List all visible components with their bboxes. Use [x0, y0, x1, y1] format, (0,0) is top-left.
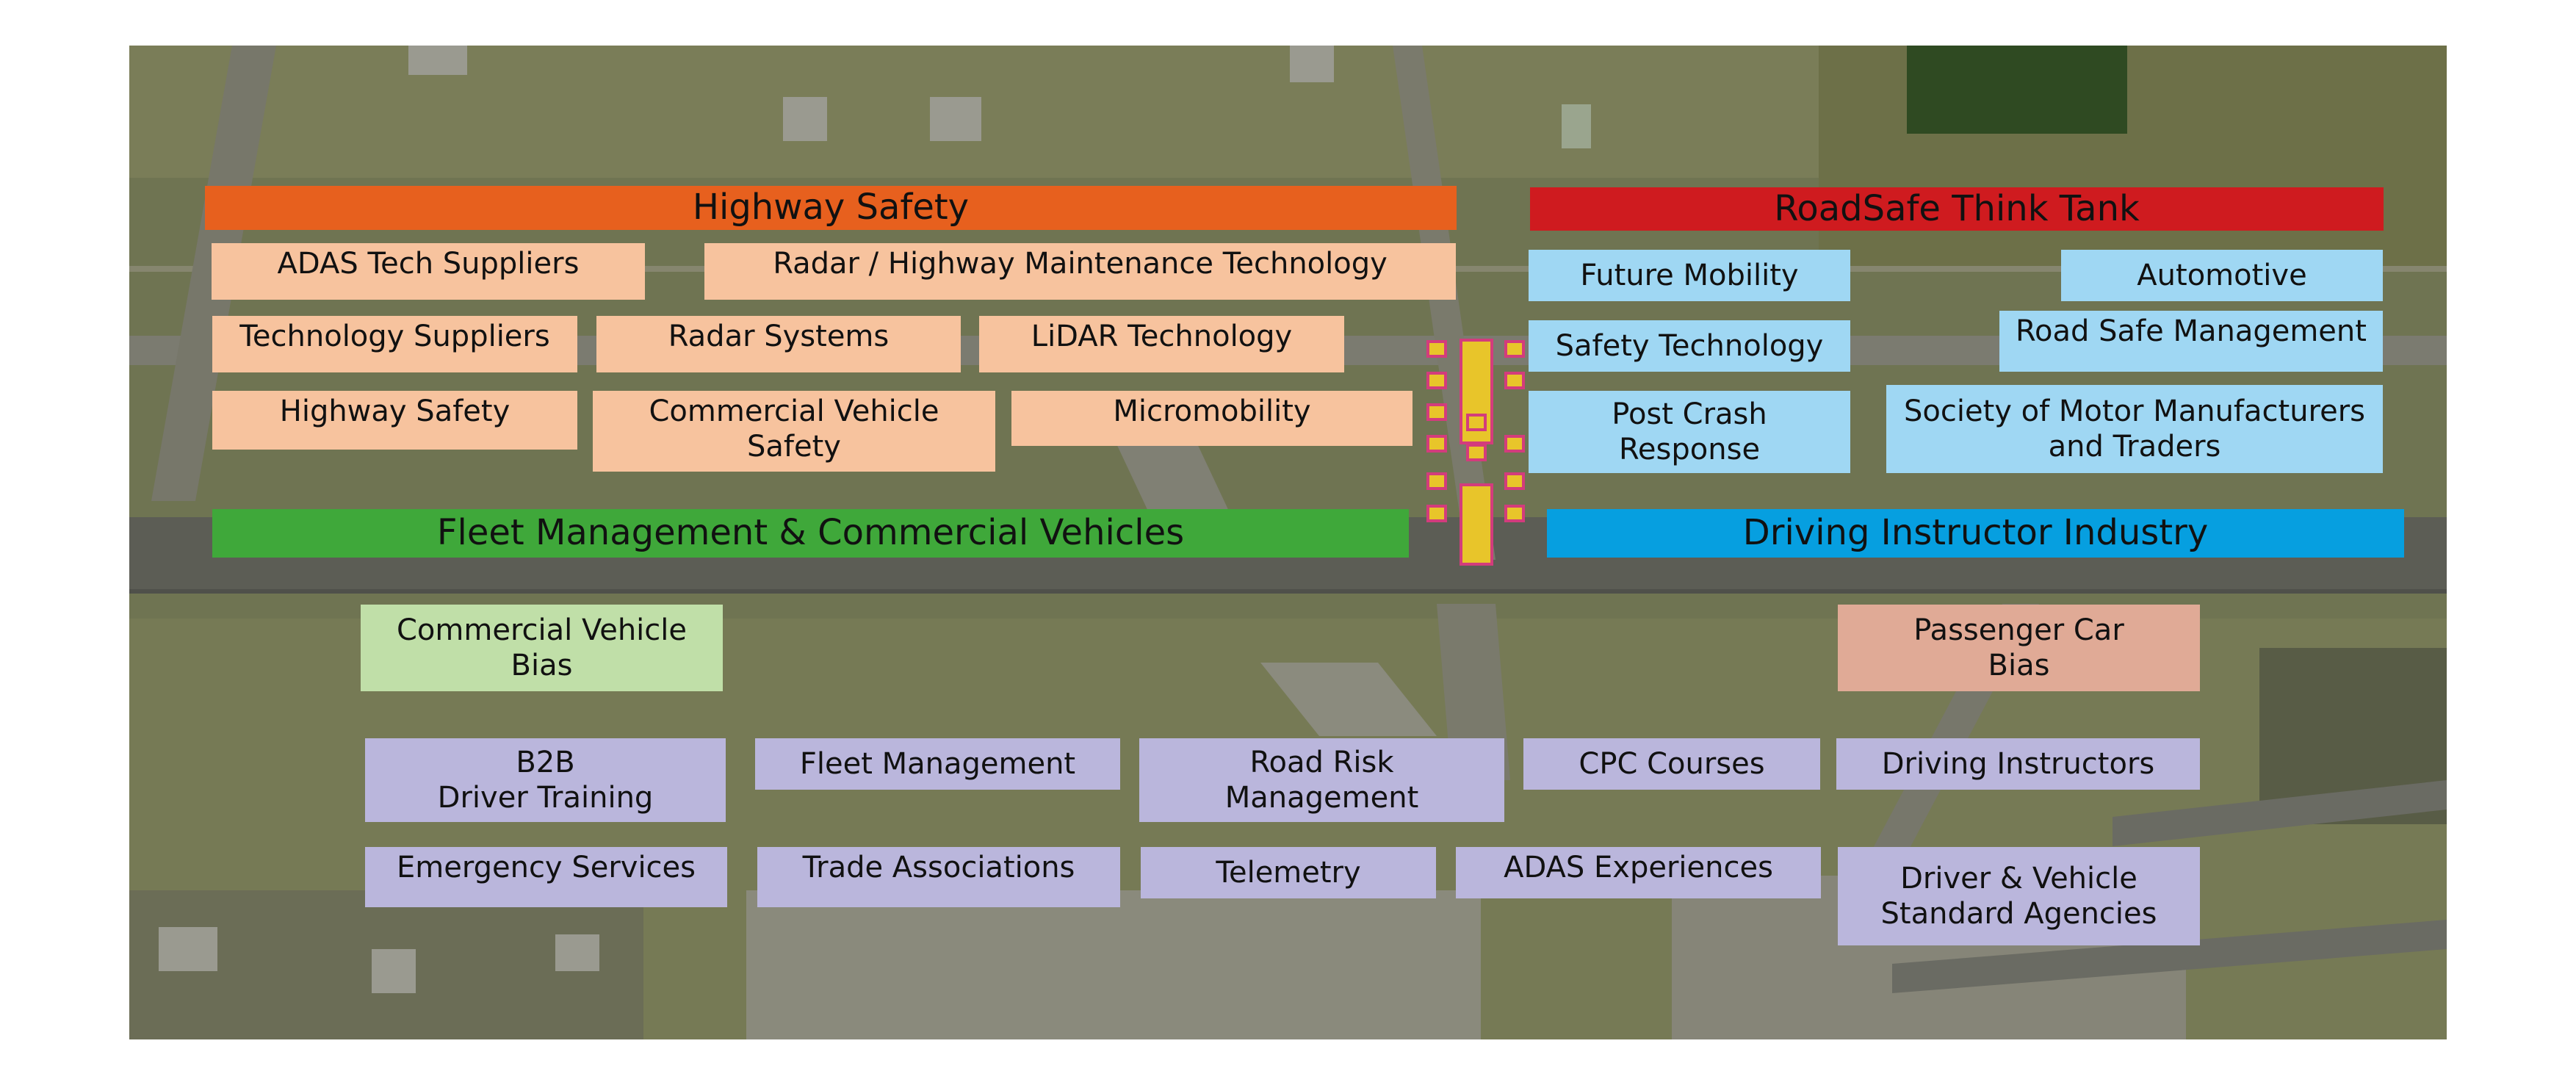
stall-small [1426, 340, 1447, 358]
label-commercial-vehicle-safety: Commercial Vehicle Safety [593, 391, 995, 472]
label-trade-associations: Trade Associations [757, 847, 1120, 907]
label-road-safe-management: Road Safe Management [1999, 311, 2383, 372]
label-technology-suppliers: Technology Suppliers [212, 316, 577, 372]
zone-header-driving-instructor: Driving Instructor Industry [1547, 509, 2404, 558]
label-driving-instructors: Driving Instructors [1836, 738, 2200, 790]
label-cpc-courses: CPC Courses [1523, 738, 1820, 790]
label-passenger-car-bias: Passenger Car Bias [1838, 605, 2200, 691]
stall-small [1426, 372, 1447, 389]
label-adas-tech-suppliers: ADAS Tech Suppliers [212, 243, 645, 300]
label-post-crash-response: Post Crash Response [1529, 391, 1850, 473]
label-adas-experiences: ADAS Experiences [1456, 847, 1821, 898]
stall-small [1426, 505, 1447, 522]
label-telemetry: Telemetry [1141, 847, 1436, 898]
label-radar-highway-maintenance: Radar / Highway Maintenance Technology [704, 243, 1456, 300]
stall-small [1504, 435, 1525, 453]
label-radar-systems: Radar Systems [596, 316, 961, 372]
stall-small [1466, 414, 1487, 431]
label-lidar-technology: LiDAR Technology [979, 316, 1344, 372]
stall-small [1504, 340, 1525, 358]
label-commercial-vehicle-bias: Commercial Vehicle Bias [361, 605, 723, 691]
stall-small [1466, 444, 1487, 461]
label-highway-safety: Highway Safety [212, 391, 577, 450]
stall-small [1504, 472, 1525, 490]
stall-small [1504, 372, 1525, 389]
label-smmt: Society of Motor Manufacturers and Trade… [1886, 385, 2383, 473]
label-driver-vehicle-standard-agencies: Driver & Vehicle Standard Agencies [1838, 847, 2200, 945]
label-road-risk-management: Road Risk Management [1139, 738, 1504, 822]
stall-small [1504, 505, 1525, 522]
zone-header-fleet-management: Fleet Management & Commercial Vehicles [212, 509, 1409, 558]
label-emergency-services: Emergency Services [365, 847, 727, 907]
label-b2b-driver-training: B2B Driver Training [365, 738, 726, 822]
label-automotive: Automotive [2061, 250, 2383, 301]
stall-small [1426, 435, 1447, 453]
label-safety-technology: Safety Technology [1529, 320, 1850, 372]
stall-small [1426, 472, 1447, 490]
label-micromobility: Micromobility [1011, 391, 1413, 446]
zone-header-highway-safety: Highway Safety [205, 186, 1457, 230]
stall-large-lower [1460, 483, 1493, 566]
stall-small [1426, 403, 1447, 421]
zone-header-roadsafe-think-tank: RoadSafe Think Tank [1530, 187, 2384, 231]
label-future-mobility: Future Mobility [1529, 250, 1850, 301]
label-fleet-management: Fleet Management [755, 738, 1120, 790]
